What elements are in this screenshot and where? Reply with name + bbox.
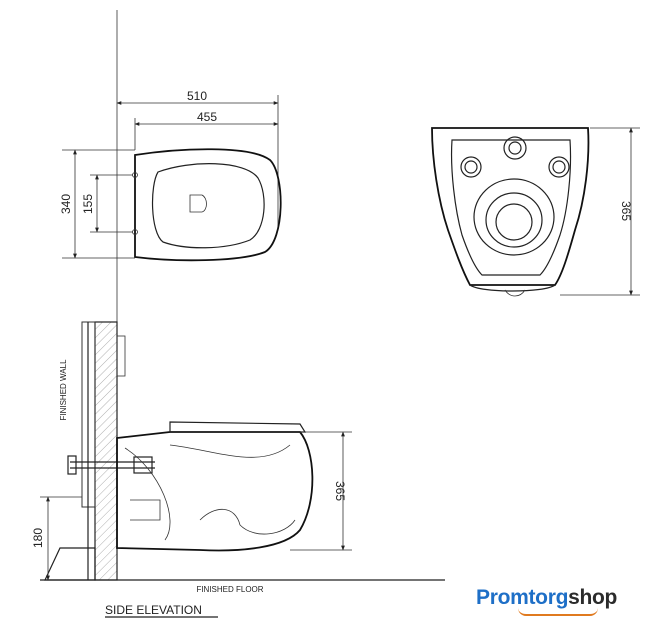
seat-side — [169, 421, 307, 433]
dim-label-180: 180 — [31, 528, 45, 548]
front-right-mount-inner — [552, 160, 566, 174]
front-bowl-drain — [495, 203, 533, 241]
front-view: 365 — [431, 127, 640, 297]
front-left-mount-inner — [464, 160, 478, 174]
outlet-pipe — [130, 499, 161, 521]
front-inlet-inner — [508, 141, 522, 155]
front-left-mount — [460, 156, 482, 178]
flush-hole — [189, 194, 207, 213]
finished-floor-label: FINISHED FLOOR — [196, 585, 263, 594]
bowl-rim-top — [151, 163, 265, 249]
side-view: 365 180 FINISHED WALL FINISHED FLOOR SID… — [31, 321, 445, 618]
flush-plate — [116, 335, 126, 377]
brand-logo: Promtorgshop — [476, 586, 618, 616]
brand-name-part1: Promtorg — [476, 586, 569, 609]
bowl-internal-lines — [124, 444, 296, 541]
dim-label-365-front: 365 — [619, 201, 633, 221]
brand-name-part2: shop — [568, 586, 618, 609]
front-bowl-outer — [473, 178, 555, 256]
frame-foot — [44, 547, 96, 581]
front-inner-outline — [451, 139, 572, 276]
front-outlet — [504, 289, 526, 297]
front-right-mount — [548, 156, 570, 178]
rod-nut-left — [67, 455, 77, 475]
bowl-outline-top — [134, 148, 282, 262]
side-elevation-title: SIDE ELEVATION — [105, 603, 202, 617]
wall-section — [94, 321, 118, 581]
finished-wall-label: FINISHED WALL — [59, 359, 68, 421]
front-inlet — [503, 136, 527, 160]
dim-label-455: 455 — [197, 110, 217, 124]
dim-label-155: 155 — [81, 194, 95, 214]
bowl-side-outline — [116, 431, 314, 552]
dim-label-340: 340 — [59, 194, 73, 214]
rod-nut-right — [133, 456, 153, 474]
front-body-base — [469, 284, 556, 292]
top-view: 510 455 340 155 — [59, 10, 282, 580]
front-bowl-mid — [485, 192, 543, 248]
dim-label-365-side: 365 — [333, 481, 347, 501]
brand-swoosh — [518, 608, 598, 616]
dim-label-510: 510 — [187, 89, 207, 103]
